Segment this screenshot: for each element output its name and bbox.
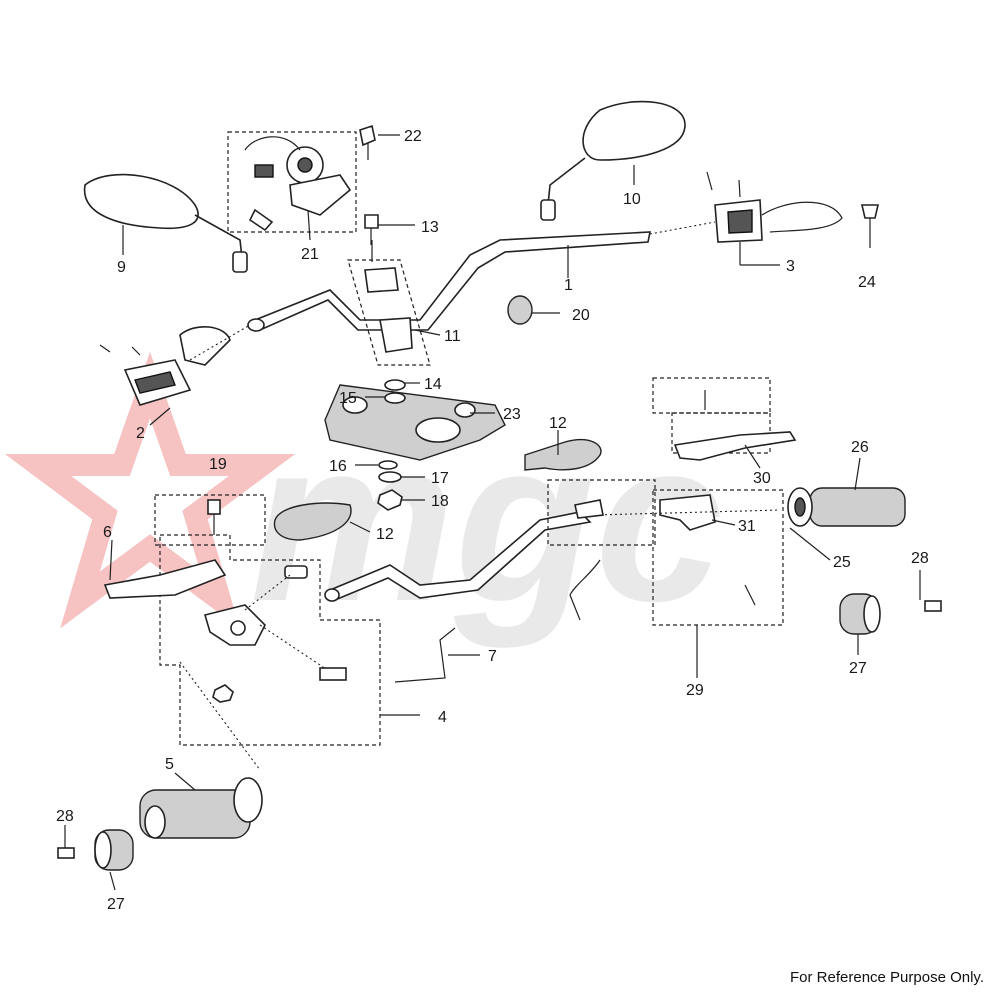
- handlebar-clamp-group: [347, 240, 431, 366]
- callout-29: 29: [686, 682, 704, 699]
- callout-1: 1: [564, 277, 573, 294]
- bar-end-weight-right: [839, 593, 942, 635]
- watermark-star-icon: [4, 351, 296, 629]
- right-switch-housing: [649, 171, 843, 243]
- bolt-13: [364, 214, 379, 245]
- callout-17: 17: [431, 470, 449, 487]
- callout-25: 25: [833, 554, 851, 571]
- callout-9: 9: [117, 259, 126, 276]
- riser-cover-upper: [524, 438, 602, 471]
- callout-24: 24: [858, 274, 876, 291]
- callout-2: 2: [136, 425, 145, 442]
- callout-4: 4: [438, 709, 447, 726]
- callout-28-right: 28: [911, 550, 929, 567]
- callout-26: 26: [851, 439, 869, 456]
- callout-12-lower: 12: [376, 526, 394, 543]
- callout-7: 7: [488, 648, 497, 665]
- right-grip: [787, 487, 906, 527]
- callout-14: 14: [424, 376, 442, 393]
- front-brake-lever-group: [652, 377, 797, 461]
- callout-19: 19: [209, 456, 227, 473]
- left-switch-housing: [99, 324, 251, 406]
- callout-12-upper: 12: [549, 415, 567, 432]
- lower-handlebar: [324, 511, 592, 602]
- callout-11: 11: [444, 328, 461, 345]
- left-grip: [139, 777, 263, 839]
- callout-numbers: 1 2 3 4 5 6 7 9 10 11 12 12 13 14 15 16 …: [56, 128, 929, 913]
- clutch-bracket-group: [547, 479, 784, 626]
- callout-21: 21: [301, 246, 319, 263]
- fastener-24: [860, 204, 880, 248]
- ignition-switch-group: [227, 124, 376, 233]
- callout-31: 31: [738, 518, 756, 535]
- top-plate-group: [324, 379, 506, 511]
- callout-5: 5: [165, 756, 174, 773]
- band-20: [507, 295, 533, 325]
- bar-end-weight-left: [57, 829, 134, 871]
- callout-15: 15: [339, 390, 357, 407]
- callout-3: 3: [786, 258, 795, 275]
- callout-18: 18: [431, 493, 449, 510]
- callout-27-right: 27: [849, 660, 867, 677]
- callout-16: 16: [329, 458, 347, 475]
- callout-13: 13: [421, 219, 439, 236]
- left-mirror: [83, 173, 248, 273]
- callout-27-left: 27: [107, 896, 125, 913]
- reference-footnote: For Reference Purpose Only.: [790, 969, 984, 986]
- clutch-lever-group: [103, 494, 381, 771]
- callout-30: 30: [753, 470, 771, 487]
- callout-28-left: 28: [56, 808, 74, 825]
- callout-22: 22: [404, 128, 422, 145]
- callout-20: 20: [572, 307, 590, 324]
- callout-10: 10: [623, 191, 641, 208]
- callout-leaders: [64, 134, 921, 891]
- callout-23: 23: [503, 406, 521, 423]
- riser-cover-lower: [273, 502, 352, 541]
- switch-cable-7: [394, 627, 456, 683]
- right-mirror: [540, 100, 686, 221]
- callout-6: 6: [103, 524, 112, 541]
